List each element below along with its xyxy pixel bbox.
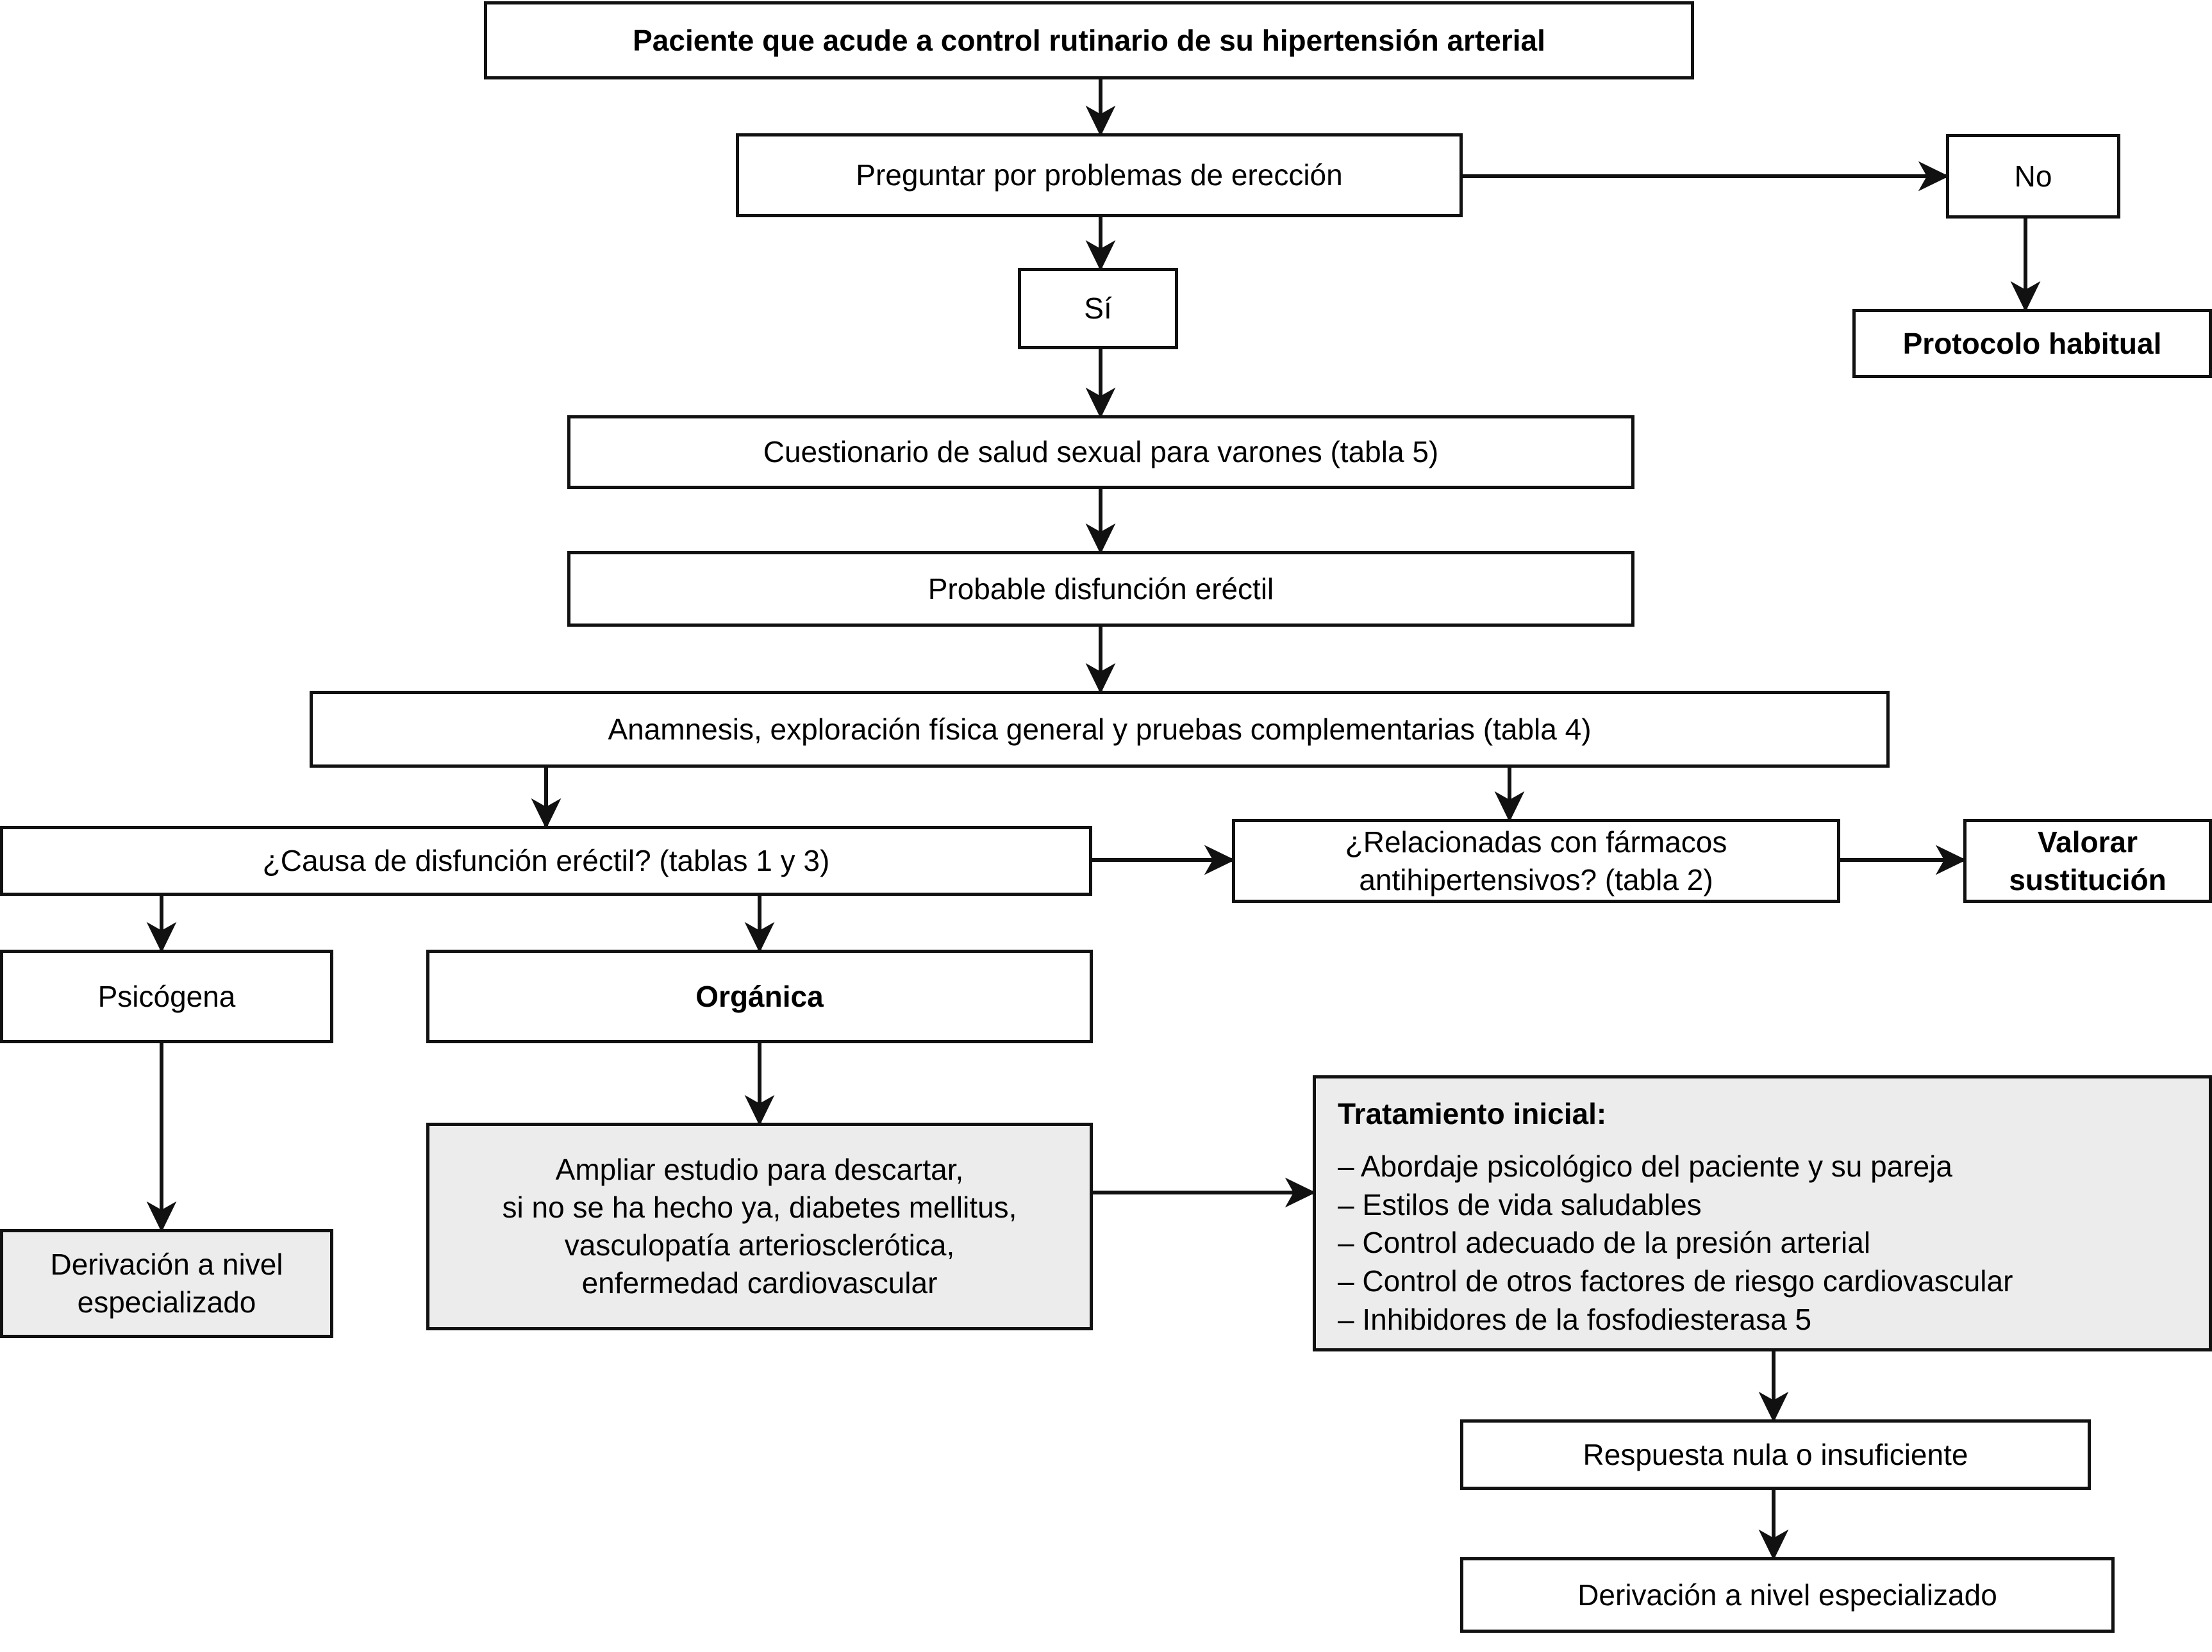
node-cuestionario: Cuestionario de salud sexual para varone… bbox=[567, 415, 1634, 489]
node-ampliar-estudio: Ampliar estudio para descartar, si no se… bbox=[426, 1123, 1093, 1330]
node-derivacion-psicogena-line2: especializado bbox=[77, 1285, 256, 1319]
node-si-label: Sí bbox=[1084, 292, 1112, 326]
node-respuesta-nula-label: Respuesta nula o insuficiente bbox=[1583, 1437, 1968, 1471]
node-valorar-sustitucion: Valorar sustitución bbox=[1963, 819, 2212, 903]
node-valorar-sustitucion-line2: sustitución bbox=[2009, 863, 2166, 896]
node-no-label: No bbox=[2014, 159, 2052, 193]
node-causa-disfuncion-label: ¿Causa de disfunción eréctil? (tablas 1 … bbox=[262, 844, 830, 878]
node-title-patient-label: Paciente que acude a control rutinario d… bbox=[633, 23, 1545, 57]
node-anamnesis: Anamnesis, exploración física general y … bbox=[310, 691, 1890, 768]
node-protocolo-habitual: Protocolo habitual bbox=[1852, 309, 2212, 378]
node-causa-disfuncion: ¿Causa de disfunción eréctil? (tablas 1 … bbox=[0, 826, 1092, 896]
node-derivacion-final: Derivación a nivel especializado bbox=[1460, 1557, 2115, 1633]
node-probable-de: Probable disfunción eréctil bbox=[567, 551, 1634, 627]
node-protocolo-habitual-label: Protocolo habitual bbox=[1902, 326, 2162, 360]
panel-tratamiento-inicial-title: Tratamiento inicial: bbox=[1338, 1097, 1607, 1130]
node-respuesta-nula: Respuesta nula o insuficiente bbox=[1460, 1419, 2091, 1490]
node-derivacion-psicogena: Derivación a nivel especializado bbox=[0, 1229, 333, 1338]
node-ask-erection: Preguntar por problemas de erección bbox=[736, 133, 1463, 217]
node-organica: Orgánica bbox=[426, 950, 1093, 1043]
node-ampliar-estudio-line1: Ampliar estudio para descartar, bbox=[555, 1153, 964, 1187]
node-psicogena: Psicógena bbox=[0, 950, 333, 1043]
node-relacionadas-farmacos-line2: antihipertensivos? (tabla 2) bbox=[1359, 863, 1713, 896]
node-probable-de-label: Probable disfunción eréctil bbox=[927, 572, 1274, 606]
panel-tratamiento-item-2: – Control adecuado de la presión arteria… bbox=[1338, 1226, 1871, 1260]
node-psicogena-label: Psicógena bbox=[97, 979, 236, 1013]
node-ampliar-estudio-line4: enfermedad cardiovascular bbox=[581, 1266, 938, 1300]
node-derivacion-psicogena-line1: Derivación a nivel bbox=[50, 1248, 283, 1282]
node-relacionadas-farmacos-line1: ¿Relacionadas con fármacos bbox=[1345, 825, 1727, 859]
node-ampliar-estudio-line3: vasculopatía arteriosclerótica, bbox=[564, 1228, 955, 1262]
node-title-patient: Paciente que acude a control rutinario d… bbox=[484, 1, 1694, 79]
node-valorar-sustitucion-line1: Valorar bbox=[2038, 825, 2138, 859]
node-anamnesis-label: Anamnesis, exploración física general y … bbox=[608, 712, 1592, 746]
panel-tratamiento-item-3: – Control de otros factores de riesgo ca… bbox=[1338, 1264, 2013, 1298]
node-ask-erection-label: Preguntar por problemas de erección bbox=[856, 158, 1343, 192]
panel-tratamiento-inicial: Tratamiento inicial: – Abordaje psicológ… bbox=[1313, 1075, 2212, 1351]
node-derivacion-final-label: Derivación a nivel especializado bbox=[1577, 1578, 1997, 1612]
node-no: No bbox=[1946, 134, 2120, 219]
node-ampliar-estudio-line2: si no se ha hecho ya, diabetes mellitus, bbox=[502, 1191, 1017, 1225]
node-relacionadas-farmacos: ¿Relacionadas con fármacos antihipertens… bbox=[1232, 819, 1840, 903]
panel-tratamiento-item-4: – Inhibidores de la fosfodiesterasa 5 bbox=[1338, 1302, 1812, 1336]
node-cuestionario-label: Cuestionario de salud sexual para varone… bbox=[763, 435, 1439, 469]
node-si: Sí bbox=[1018, 268, 1178, 349]
panel-tratamiento-item-0: – Abordaje psicológico del paciente y su… bbox=[1338, 1149, 1952, 1183]
panel-tratamiento-item-1: – Estilos de vida saludables bbox=[1338, 1187, 1702, 1221]
node-organica-label: Orgánica bbox=[695, 979, 824, 1013]
